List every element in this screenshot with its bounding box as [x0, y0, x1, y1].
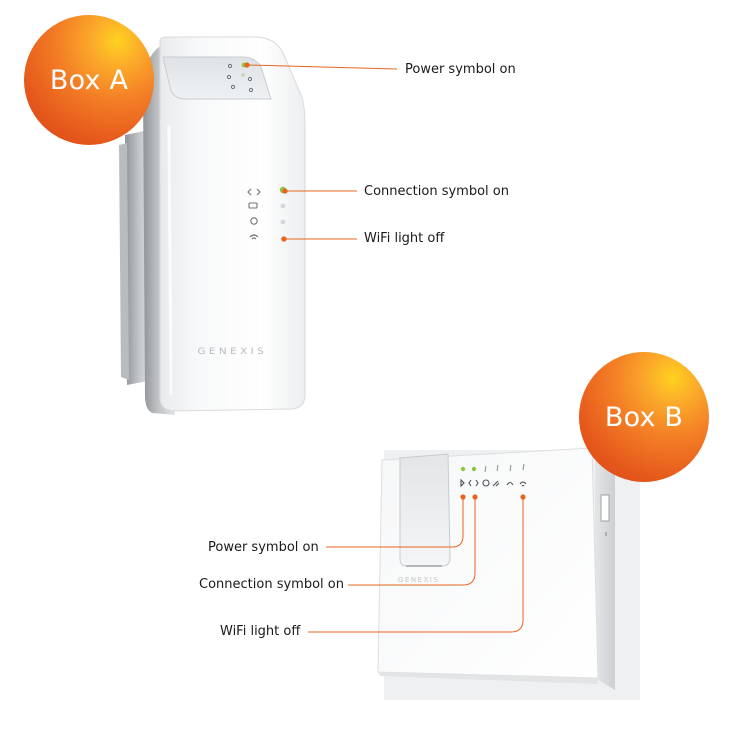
callout-line-a-power — [246, 64, 398, 70]
box-a-power-label: Power symbol on — [405, 62, 516, 77]
box-b-device: GENEXIS — [377, 447, 640, 700]
callout-line-b-power — [326, 497, 464, 548]
box-a-wifi-label: WiFi light off — [364, 231, 445, 246]
svg-text:GENEXIS: GENEXIS — [398, 576, 439, 584]
box-a-badge: Box A — [24, 15, 154, 145]
box-b-badge-label: Box B — [604, 401, 684, 433]
box-a-connection-label: Connection symbol on — [364, 184, 509, 199]
callout-line-b-wifi — [308, 497, 524, 633]
box-a-brand-logo: GENEXIS — [197, 347, 268, 357]
box-b-power-label: Power symbol on — [208, 540, 319, 555]
box-b-connection-label: Connection symbol on — [199, 577, 344, 592]
box-b-badge: Box B — [579, 352, 709, 482]
box-a-device — [119, 36, 306, 415]
box-a-badge-label: Box A — [49, 64, 129, 96]
box-b-wifi-label: WiFi light off — [220, 624, 301, 639]
callout-line-b-connection — [348, 497, 476, 586]
